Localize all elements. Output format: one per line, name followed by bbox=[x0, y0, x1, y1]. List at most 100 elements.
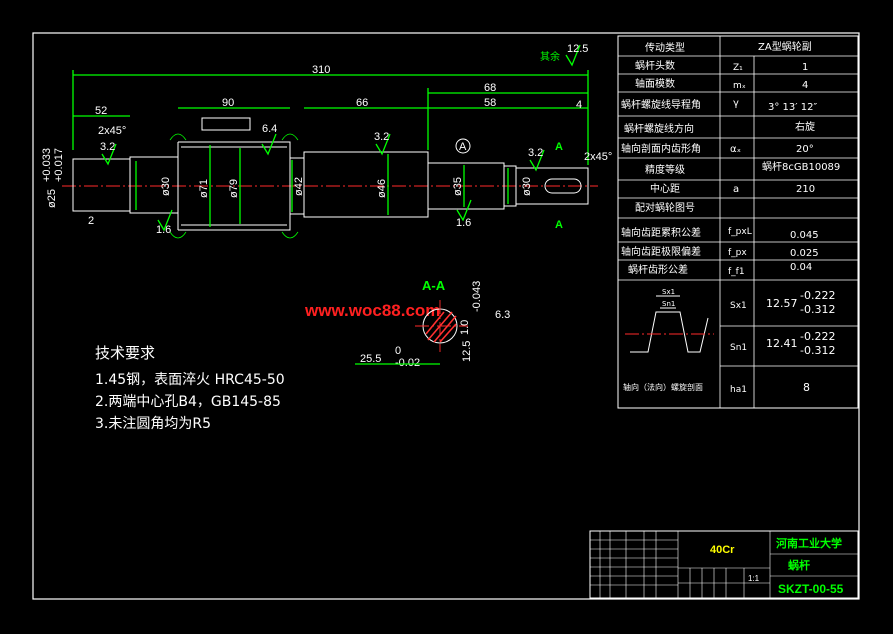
tb-drawing-no: SKZT-00-55 bbox=[778, 582, 844, 596]
param-value-9: 0.045 bbox=[790, 230, 819, 241]
key-w-tol: -0.02 bbox=[395, 357, 420, 369]
param-symbol-7: a bbox=[733, 184, 739, 195]
tb-material: 40Cr bbox=[710, 544, 735, 556]
ra-6-4: 6.4 bbox=[262, 123, 277, 135]
dim-chamfer-right: 2x45° bbox=[584, 151, 612, 163]
dim-68: 68 bbox=[484, 82, 496, 94]
param-symbol-11: f_f1 bbox=[728, 267, 745, 277]
datum-label: A bbox=[459, 141, 467, 153]
length-dims bbox=[72, 70, 589, 165]
sketch-sx1: Sx1 bbox=[662, 288, 675, 296]
ra-1-6-b: 1.6 bbox=[456, 217, 471, 229]
ra-3-2-a: 3.2 bbox=[100, 141, 115, 153]
section-view: A-A 1.0 -0.043 6.3 25.5 0 -0.02 12.5 bbox=[355, 278, 510, 369]
note-1: 1.45钢，表面淬火 HRC45-50 bbox=[95, 372, 285, 388]
dim-d30b: ø30 bbox=[521, 177, 533, 196]
param-table: 传动类型 ZA型蜗轮副 蜗杆头数 Z₁ 1 轴面模数 mₓ 4 蜗杆螺旋线导程角… bbox=[617, 35, 859, 409]
sketch-sn1: Sn1 bbox=[662, 300, 675, 308]
roughness-symbols bbox=[101, 44, 581, 232]
thickness-label: 轴向（法向）螺旋剖面 bbox=[623, 382, 703, 392]
param-label-7: 中心距 bbox=[650, 182, 680, 195]
param-symbol-10: f_px bbox=[728, 248, 747, 258]
param-label-6: 精度等级 bbox=[645, 163, 685, 176]
param-label-9: 轴向齿距累积公差 bbox=[621, 226, 701, 239]
sn1-symbol: Sn1 bbox=[730, 343, 747, 353]
dim-small-2: 2 bbox=[88, 215, 94, 227]
key-d: 1.0 bbox=[459, 320, 471, 335]
section-marker-top: A bbox=[555, 141, 563, 153]
tb-part-name: 蜗杆 bbox=[788, 558, 810, 572]
title-block: 40Cr 河南工业大学 蜗杆 SKZT-00-55 1:1 bbox=[589, 530, 859, 599]
dim-chamfer: 2x45° bbox=[98, 125, 126, 137]
sx1-symbol: Sx1 bbox=[730, 301, 747, 311]
param-symbol-3: γ bbox=[733, 98, 739, 109]
param-label-3: 蜗杆螺旋线导程角 bbox=[621, 98, 701, 111]
dim-d42: ø42 bbox=[293, 177, 305, 196]
dim-tol-lower: +0.017 bbox=[53, 148, 65, 182]
technical-notes: 技术要求 1.45钢，表面淬火 HRC45-50 2.两端中心孔B4，GB145… bbox=[95, 344, 285, 432]
drawing-frame bbox=[32, 32, 860, 600]
param-symbol-5: αₓ bbox=[730, 144, 741, 155]
tb-school: 河南工业大学 bbox=[776, 536, 842, 550]
key-w-zero: 0 bbox=[395, 345, 401, 357]
key-width: 25.5 bbox=[360, 353, 381, 365]
note-2: 2.两端中心孔B4，GB145-85 bbox=[95, 394, 281, 410]
param-value-0: ZA型蜗轮副 bbox=[758, 40, 812, 53]
ra-1-6-a: 1.6 bbox=[156, 224, 171, 236]
sx1-upper: -0.222 bbox=[800, 289, 835, 302]
section-marker-bottom: A bbox=[555, 219, 563, 231]
param-label-10: 轴向齿距极限偏差 bbox=[621, 245, 701, 258]
param-value-11: 0.04 bbox=[790, 262, 812, 273]
param-value-3: 3° 13′ 12″ bbox=[768, 102, 817, 113]
dim-d46: ø46 bbox=[376, 179, 388, 198]
param-value-7: 210 bbox=[796, 184, 815, 195]
dim-mid-len: 90 bbox=[222, 97, 234, 109]
param-symbol-2: mₓ bbox=[733, 81, 746, 91]
tolerance-frame bbox=[201, 117, 251, 131]
param-value-5: 20° bbox=[796, 144, 814, 155]
worm-thread bbox=[169, 133, 299, 239]
ra-3-2-c: 3.2 bbox=[528, 147, 543, 159]
shaft-view: 310 52 90 66 68 58 4 2x45° 2x45° 2 ø25 +… bbox=[41, 43, 612, 239]
param-label-2: 轴面模数 bbox=[635, 77, 675, 90]
key-upper: -0.043 bbox=[471, 281, 483, 312]
param-value-1: 1 bbox=[802, 62, 808, 73]
dim-d30a: ø30 bbox=[160, 177, 172, 196]
dim-58: 58 bbox=[484, 97, 496, 109]
param-label-5: 轴向剖面内齿形角 bbox=[621, 142, 701, 155]
ha1-symbol: ha1 bbox=[730, 385, 747, 395]
ra-rest-value: 12.5 bbox=[567, 43, 588, 55]
dim-tol-upper: +0.033 bbox=[41, 148, 53, 182]
shaft-outline bbox=[72, 141, 589, 231]
thread-profile-sketch: Sx1 Sn1 bbox=[625, 288, 714, 353]
param-label-11: 蜗杆齿形公差 bbox=[628, 263, 688, 276]
ra-rest-label: 其余 bbox=[540, 50, 560, 63]
sn1-lower: -0.312 bbox=[800, 344, 835, 357]
dim-overall: 310 bbox=[312, 64, 330, 76]
param-symbol-9: f_pxL bbox=[728, 227, 752, 237]
param-value-2: 4 bbox=[802, 80, 808, 91]
datum-circle bbox=[455, 138, 471, 154]
ha1-value: 8 bbox=[803, 381, 810, 394]
param-label-4: 蜗杆螺旋线方向 bbox=[624, 122, 694, 135]
dim-66: 66 bbox=[356, 97, 368, 109]
tb-scale: 1:1 bbox=[748, 574, 760, 583]
param-symbol-1: Z₁ bbox=[733, 63, 743, 73]
dim-d25: ø25 bbox=[46, 189, 58, 208]
param-value-6: 蜗杆8cGB10089 bbox=[762, 161, 840, 173]
note-3: 3.未注圆角均为R5 bbox=[95, 416, 211, 432]
param-value-4: 右旋 bbox=[795, 120, 815, 133]
dim-left-len: 52 bbox=[95, 105, 107, 117]
dim-d35: ø35 bbox=[452, 177, 464, 196]
ra-3-2-b: 3.2 bbox=[374, 131, 389, 143]
section-title: A-A bbox=[422, 278, 446, 293]
param-label-0: 传动类型 bbox=[645, 41, 685, 54]
param-label-8: 配对蜗轮图号 bbox=[635, 201, 695, 214]
sn1-upper: -0.222 bbox=[800, 330, 835, 343]
dim-4: 4 bbox=[576, 99, 582, 111]
notes-heading: 技术要求 bbox=[95, 344, 155, 362]
sn1-base: 12.41 bbox=[766, 337, 798, 350]
sx1-lower: -0.312 bbox=[800, 303, 835, 316]
sx1-base: 12.57 bbox=[766, 297, 798, 310]
